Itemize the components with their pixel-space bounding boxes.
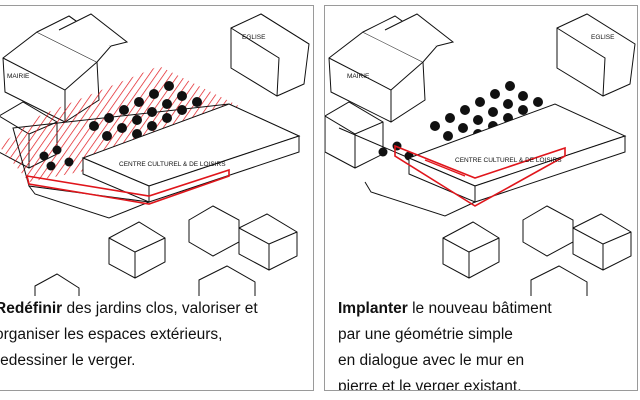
church-building: [556, 13, 636, 97]
caption-line1: des jardins clos, valoriser et: [62, 300, 258, 317]
orchard-trees: [378, 81, 543, 161]
stone-wall-outline: [25, 168, 230, 205]
new-building-outline: [394, 144, 566, 207]
panel-right: MAIRIE EGLISE CENTRE CULTUREL & DE LOISI…: [324, 5, 638, 391]
label-mairie: MAIRIE: [347, 73, 370, 80]
panel-left: MAIRIE EGLISE CENTRE CULTUREL & DE LOISI…: [0, 5, 314, 391]
direction-arrow: [424, 159, 466, 177]
caption-bold: Redéfinir: [0, 300, 63, 317]
caption-bold: Implanter: [338, 300, 408, 317]
label-centre-culturel: CENTRE CULTUREL & DE LOISIRS: [119, 161, 226, 168]
label-eglise: EGLISE: [591, 34, 615, 41]
label-centre-culturel: CENTRE CULTUREL & DE LOISIRS: [455, 157, 562, 164]
church-building: [230, 13, 310, 97]
caption-line3: en dialogue avec le mur en: [338, 352, 525, 369]
caption-line2: organiser les espaces extérieurs,: [0, 326, 223, 343]
caption-left: Redéfinir des jardins clos, valoriser et…: [0, 296, 258, 374]
axonometric-drawing-left: MAIRIE EGLISE CENTRE CULTUREL & DE LOISI…: [0, 13, 310, 296]
caption-right: Implanter le nouveau bâtiment par une gé…: [338, 296, 552, 391]
caption-line4: pierre et le verger existant.: [338, 378, 522, 391]
axonometric-drawing-right: MAIRIE EGLISE CENTRE CULTUREL & DE LOISI…: [325, 13, 636, 296]
caption-line3: redessiner le verger.: [0, 352, 136, 369]
caption-line1: le nouveau bâtiment: [407, 300, 552, 317]
label-mairie: MAIRIE: [7, 73, 30, 80]
label-eglise: EGLISE: [242, 34, 266, 41]
orchard-trees: [39, 81, 202, 171]
caption-line2: par une géométrie simple: [338, 326, 513, 343]
